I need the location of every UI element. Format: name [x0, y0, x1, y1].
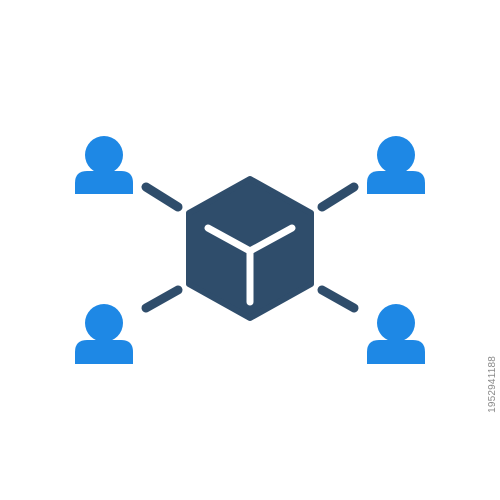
stock-id-label: 1952941188	[487, 356, 498, 413]
user-icon-top-left	[75, 136, 133, 194]
cube-edges	[204, 224, 296, 306]
connector-top-right	[317, 182, 359, 212]
user-icon-bottom-right	[367, 304, 425, 364]
user-icon-top-right	[367, 136, 425, 194]
user-head	[85, 136, 123, 174]
user-body	[367, 340, 425, 364]
user-body	[75, 171, 133, 194]
user-head	[85, 304, 123, 342]
user-body	[75, 340, 133, 364]
cube-edge-right	[246, 224, 296, 255]
user-head	[377, 304, 415, 342]
user-head	[377, 136, 415, 174]
connectors	[141, 182, 359, 313]
connector-bottom-right	[317, 285, 359, 313]
connector-top-left	[141, 182, 183, 212]
connector-bottom-left	[141, 285, 183, 313]
user-icon-bottom-left	[75, 304, 133, 364]
user-body	[367, 171, 425, 194]
cube-icon	[186, 176, 314, 321]
cube-edge-left	[204, 224, 254, 255]
